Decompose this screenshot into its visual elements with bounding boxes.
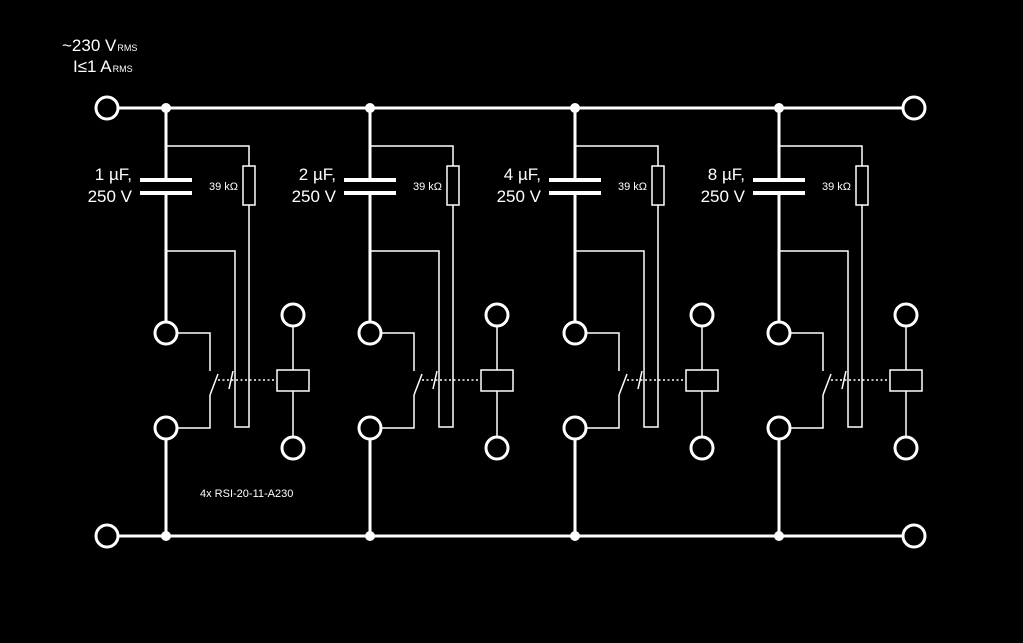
- capacitor-value-label: 4 µF,: [504, 165, 541, 184]
- resistor-wire-bottom: [575, 205, 659, 428]
- coil-top-terminal[interactable]: [484, 302, 510, 328]
- switch-contact-1: [822, 373, 832, 396]
- switch-input-wire: [177, 332, 211, 371]
- switch-contact-2: [841, 370, 847, 390]
- switch-input-terminal[interactable]: [357, 320, 383, 346]
- capacitor-voltage-label: 250 V: [497, 187, 542, 206]
- switch-contact-2: [432, 370, 438, 390]
- resistor-wire-bottom: [370, 205, 454, 428]
- coil-top-terminal[interactable]: [280, 302, 306, 328]
- switch-output-wire: [381, 395, 415, 429]
- capacitor-value-label: 2 µF,: [299, 165, 336, 184]
- relay-model-note: 4x RSI-20-11-A230: [200, 488, 293, 500]
- resistor-symbol: [855, 165, 869, 206]
- switch-input-terminal[interactable]: [562, 320, 588, 346]
- switch-input-terminal[interactable]: [766, 320, 792, 346]
- resistor-value-label: 39 kΩ: [413, 181, 442, 193]
- switch-input-wire: [586, 332, 620, 371]
- capacitor-voltage-label: 250 V: [292, 187, 337, 206]
- relay-coil: [276, 369, 310, 392]
- switch-output-terminal[interactable]: [153, 415, 179, 441]
- switch-output-terminal[interactable]: [562, 415, 588, 441]
- coil-bottom-terminal[interactable]: [689, 435, 715, 461]
- resistor-wire-top: [575, 145, 659, 166]
- switch-contact-2: [228, 370, 234, 390]
- switch-input-wire: [790, 332, 824, 371]
- capacitor-voltage-label: 250 V: [701, 187, 746, 206]
- resistor-wire-top: [370, 145, 454, 166]
- switch-input-terminal[interactable]: [153, 320, 179, 346]
- capacitor-value-label: 1 µF,: [95, 165, 132, 184]
- stage-1: 1 µF, 250 V 39 kΩ: [88, 103, 310, 541]
- switch-contact-1: [618, 373, 628, 396]
- switch-output-wire: [790, 395, 824, 429]
- switch-contact-2: [637, 370, 643, 390]
- stage-2: 2 µF, 250 V 39 kΩ: [292, 103, 514, 541]
- stage-3: 4 µF, 250 V 39 kΩ: [497, 103, 719, 541]
- resistor-wire-bottom: [779, 205, 863, 428]
- bottom-left-terminal[interactable]: [94, 523, 120, 549]
- resistor-wire-bottom: [166, 205, 250, 428]
- switch-output-terminal[interactable]: [766, 415, 792, 441]
- resistor-value-label: 39 kΩ: [209, 181, 238, 193]
- relay-coil: [889, 369, 923, 392]
- resistor-symbol: [242, 165, 256, 206]
- switch-output-terminal[interactable]: [357, 415, 383, 441]
- capacitor-value-label: 8 µF,: [708, 165, 745, 184]
- switch-input-wire: [381, 332, 415, 371]
- capacitor-voltage-label: 250 V: [88, 187, 133, 206]
- resistor-symbol: [651, 165, 665, 206]
- bottom-right-terminal[interactable]: [901, 523, 927, 549]
- top-left-terminal[interactable]: [94, 95, 120, 121]
- coil-top-terminal[interactable]: [689, 302, 715, 328]
- top-right-terminal[interactable]: [901, 95, 927, 121]
- resistor-value-label: 39 kΩ: [822, 181, 851, 193]
- coil-top-terminal[interactable]: [893, 302, 919, 328]
- coil-bottom-terminal[interactable]: [893, 435, 919, 461]
- resistor-wire-top: [779, 145, 863, 166]
- relay-coil: [685, 369, 719, 392]
- resistor-value-label: 39 kΩ: [618, 181, 647, 193]
- coil-bottom-terminal[interactable]: [484, 435, 510, 461]
- switch-contact-1: [413, 373, 423, 396]
- switch-contact-1: [209, 373, 219, 396]
- resistor-wire-top: [166, 145, 250, 166]
- switch-output-wire: [177, 395, 211, 429]
- supply-current-label: I≤1 ARMS: [73, 57, 133, 76]
- supply-voltage-label: ~230 VRMS: [62, 36, 137, 55]
- switch-output-wire: [586, 395, 620, 429]
- coil-bottom-terminal[interactable]: [280, 435, 306, 461]
- relay-coil: [480, 369, 514, 392]
- resistor-symbol: [446, 165, 460, 206]
- stage-4: 8 µF, 250 V 39 kΩ: [701, 103, 923, 541]
